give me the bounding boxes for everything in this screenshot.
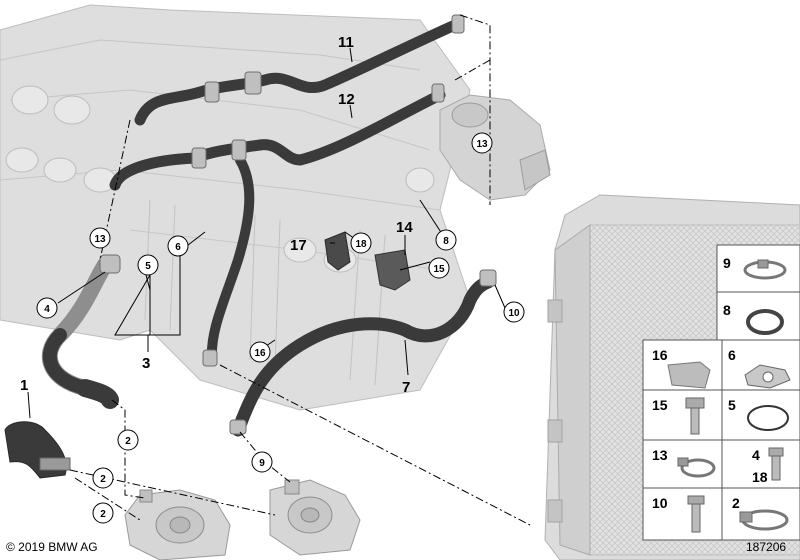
svg-text:8: 8 xyxy=(443,236,449,247)
callouts: 11 12 1 3 7 14 17 xyxy=(20,34,413,396)
svg-text:2: 2 xyxy=(100,509,106,520)
parts-legend: 9 8 16 6 15 5 xyxy=(642,244,800,541)
svg-text:9: 9 xyxy=(259,458,265,469)
legend-item-2: 2 xyxy=(732,495,789,531)
callout-1: 1 xyxy=(20,377,28,394)
thermostat-housing xyxy=(439,94,551,201)
legend-item-10: 10 xyxy=(652,495,705,533)
svg-text:2: 2 xyxy=(125,436,131,447)
circled-callouts: 13 13 5 6 4 8 15 18 10 16 2 2 2 9 xyxy=(36,132,525,524)
callout-16: 16 xyxy=(249,341,271,363)
hose-1 xyxy=(4,421,71,479)
hose-12 xyxy=(109,89,446,191)
bracket-14 xyxy=(374,249,411,291)
svg-text:5: 5 xyxy=(145,261,151,272)
callout-2-b: 2 xyxy=(92,467,114,489)
callout-15: 15 xyxy=(428,257,450,279)
svg-text:15: 15 xyxy=(433,264,445,275)
svg-text:13: 13 xyxy=(652,447,668,463)
svg-text:4: 4 xyxy=(44,304,50,315)
callout-9: 9 xyxy=(251,451,273,473)
svg-text:18: 18 xyxy=(752,469,768,485)
svg-text:15: 15 xyxy=(652,397,668,413)
svg-text:5: 5 xyxy=(728,397,736,413)
legend-item-4-18: 4 18 xyxy=(752,447,784,485)
callout-5: 5 xyxy=(137,254,159,276)
svg-text:16: 16 xyxy=(652,347,668,363)
callout-17: 17 xyxy=(290,237,307,254)
svg-text:10: 10 xyxy=(508,308,520,319)
engine-block xyxy=(0,4,471,411)
callout-2-c: 2 xyxy=(92,502,114,524)
callout-3: 3 xyxy=(142,355,150,372)
svg-text:13: 13 xyxy=(94,234,106,245)
callout-13-a: 13 xyxy=(471,132,493,154)
svg-text:6: 6 xyxy=(728,347,736,363)
legend-item-5: 5 xyxy=(728,397,789,431)
callout-13-b: 13 xyxy=(89,227,111,249)
legend-item-8: 8 xyxy=(723,302,784,335)
callout-11: 11 xyxy=(338,34,354,51)
copyright-notice: © 2019 BMW AG xyxy=(6,540,98,554)
callout-12: 12 xyxy=(338,91,355,108)
svg-text:16: 16 xyxy=(254,348,266,359)
callout-18: 18 xyxy=(350,232,372,254)
hose-7 xyxy=(231,275,495,437)
legend-item-13: 13 xyxy=(652,447,716,478)
hose-11 xyxy=(134,19,461,126)
svg-text:6: 6 xyxy=(175,242,181,253)
svg-text:13: 13 xyxy=(476,139,488,150)
bracket-17 xyxy=(324,231,351,271)
svg-text:18: 18 xyxy=(355,239,367,250)
callout-14: 14 xyxy=(396,219,413,236)
legend-item-15: 15 xyxy=(652,397,705,435)
svg-text:2: 2 xyxy=(732,495,740,511)
callout-8: 8 xyxy=(435,229,457,251)
callout-7: 7 xyxy=(402,379,410,396)
legend-item-9: 9 xyxy=(723,255,787,280)
hoses xyxy=(41,19,495,437)
legend-item-16: 16 xyxy=(652,347,711,389)
callout-6: 6 xyxy=(167,235,189,257)
svg-text:8: 8 xyxy=(723,302,731,318)
svg-text:4: 4 xyxy=(752,447,760,463)
svg-text:2: 2 xyxy=(100,474,106,485)
diagram-id: 187206 xyxy=(746,540,787,554)
hose-clamps xyxy=(99,14,497,435)
callout-2-a: 2 xyxy=(117,429,139,451)
water-pump xyxy=(124,479,361,560)
svg-text:9: 9 xyxy=(723,255,731,271)
legend-item-6: 6 xyxy=(728,347,791,389)
callout-10: 10 xyxy=(503,301,525,323)
svg-text:10: 10 xyxy=(652,495,668,511)
callout-4: 4 xyxy=(36,297,58,319)
hose-12-branch xyxy=(206,155,255,365)
